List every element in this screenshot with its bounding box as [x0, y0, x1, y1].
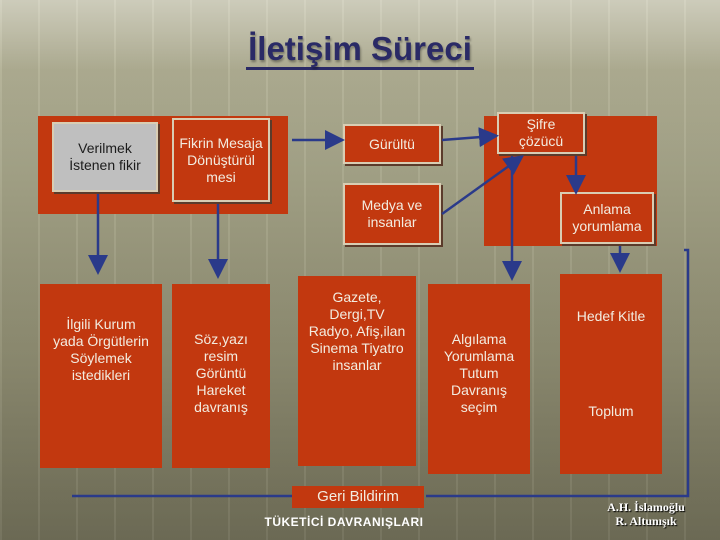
meaning-box: Anlama yorumlama: [560, 192, 654, 244]
consumer-label: TÜKETİCİ DAVRANIŞLARI: [264, 515, 424, 529]
channels-column: [298, 276, 416, 466]
author-credit: A.H. İslamoğlu R. Altunışık: [586, 500, 706, 528]
forms-label: Söz,yazı resim Görüntü Hareket davranış: [194, 331, 248, 415]
target-label: Hedef Kitle: [576, 308, 646, 324]
decoder-box: Şifre çözücü: [497, 112, 585, 154]
author-1: A.H. İslamoğlu: [607, 500, 685, 514]
target-column: [560, 274, 662, 474]
author-2: R. Altunışık: [615, 514, 677, 528]
perception-label: Algılama Yorumlama Tutum Davranış seçim: [443, 331, 515, 415]
arrow-feedback-up: [684, 248, 690, 300]
org-column: [40, 284, 162, 468]
arrow-feedback-loop: [426, 300, 690, 498]
page-title: İletişim Süreci: [0, 30, 720, 70]
channels-label: Gazete, Dergi,TV Radyo, Afiş,ilan Sinema…: [308, 289, 406, 373]
feedback-label: Geri Bildirim: [317, 488, 399, 505]
sender-box: Verilmek İstenen fikir: [52, 122, 158, 192]
org-label: İlgili Kurum yada Örgütlerin Söylemek is…: [53, 316, 149, 383]
forms-column: [172, 284, 270, 468]
encode-box: Fikrin Mesaja Dönüştürül mesi: [172, 118, 270, 202]
all-label: Toplum: [588, 403, 634, 419]
feedback-bar: [292, 486, 424, 508]
noise-box: Gürültü: [343, 124, 441, 164]
perception-column: [428, 284, 530, 474]
arrow-media-decoder: [441, 155, 525, 216]
media-box: Medya ve insanlar: [343, 183, 441, 245]
arrow-noise-decoder: [441, 127, 499, 148]
